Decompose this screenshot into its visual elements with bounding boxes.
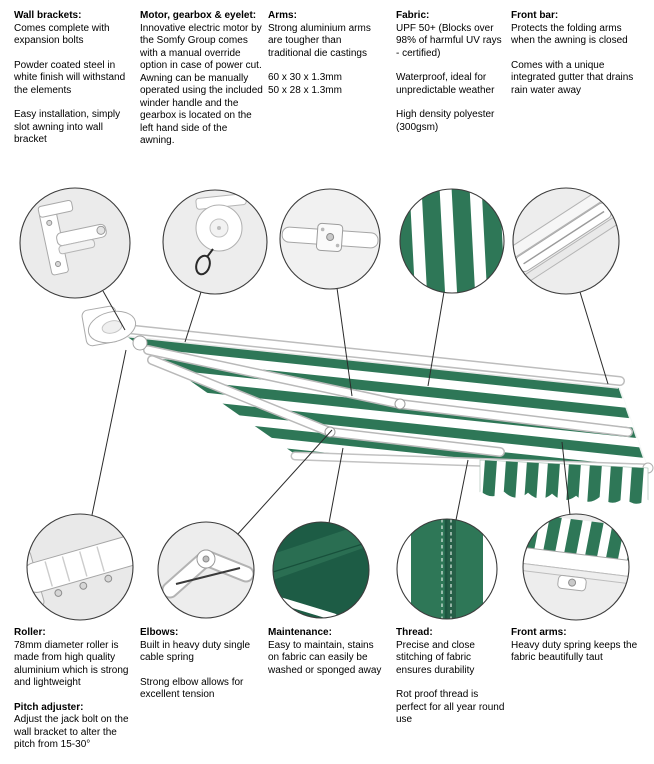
callout-line-fabric bbox=[427, 291, 445, 387]
section-paragraph: Easy to maintain, stains on fabric can e… bbox=[268, 639, 382, 676]
section-thread: Thread: Precise and close stitching of f… bbox=[396, 627, 508, 739]
section-paragraph: Protects the folding arms when the awnin… bbox=[511, 22, 628, 47]
section-title: Front bar: bbox=[511, 10, 559, 21]
awning-diagram-figure bbox=[19, 187, 654, 621]
callout-line-front-bar bbox=[579, 291, 609, 385]
callout-front-bar-profile bbox=[512, 187, 620, 295]
section-paragraph: Innovative electric motor by the Somfy G… bbox=[140, 22, 263, 147]
section-roller-and-pitch-adjuster: Roller: 78mm diameter roller is made fro… bbox=[14, 627, 136, 764]
callout-front-arm bbox=[522, 513, 630, 621]
roller-top-profile bbox=[103, 322, 625, 389]
section-title: Front arms: bbox=[511, 627, 567, 638]
section-paragraph: Strong aluminium arms are tougher than t… bbox=[268, 22, 371, 59]
section-title: Motor, gearbox & eyelet: bbox=[140, 10, 257, 21]
section-paragraph: Strong elbow allows for excellent tensio… bbox=[140, 676, 244, 701]
awning-illustration bbox=[81, 305, 654, 506]
callout-line-front-arms bbox=[561, 441, 571, 516]
section-paragraph: Rot proof thread is perfect for all year… bbox=[396, 689, 505, 725]
callout-fabric-stripes bbox=[399, 188, 505, 294]
callout-elbow bbox=[157, 521, 255, 619]
section-wall-brackets: Wall brackets: Comes complete with expan… bbox=[14, 10, 132, 159]
section-paragraph: Comes complete with expansion bolts bbox=[14, 22, 110, 47]
section-elbows: Elbows: Built in heavy duty single cable… bbox=[140, 627, 264, 714]
awning-right-edge bbox=[616, 381, 650, 469]
section-arms: Arms: Strong aluminium arms are tougher … bbox=[268, 10, 386, 109]
section-paragraph: Comes with a unique integrated gutter th… bbox=[511, 59, 634, 96]
section-paragraph: Heavy duty spring keeps the fabric beaut… bbox=[511, 639, 638, 664]
section-title: Fabric: bbox=[396, 10, 430, 21]
section-fabric: Fabric: UPF 50+ (Blocks over 98% of harm… bbox=[396, 10, 504, 146]
callout-maintenance-fabric bbox=[272, 521, 370, 619]
section-title: Pitch adjuster: bbox=[14, 701, 84, 713]
section-maintenance: Maintenance: Easy to maintain, stains on… bbox=[268, 627, 386, 689]
section-paragraph: Powder coated steel in white finish will… bbox=[14, 59, 126, 96]
valance bbox=[479, 459, 649, 506]
section-paragraph: 60 x 30 x 1.3mm 50 x 28 x 1.3mm bbox=[268, 72, 342, 96]
callout-line-elbows bbox=[236, 429, 333, 536]
callout-line-motor bbox=[184, 291, 202, 343]
callout-thread-stitching bbox=[396, 518, 498, 620]
section-paragraph: Easy installation, simply slot awning in… bbox=[14, 109, 121, 145]
section-paragraph: UPF 50+ (Blocks over 98% of harmful UV r… bbox=[396, 22, 502, 59]
callout-line-arms bbox=[336, 287, 353, 397]
section-motor-gearbox-eyelet: Motor, gearbox & eyelet: Innovative elec… bbox=[140, 10, 264, 160]
callout-line-roller bbox=[91, 349, 127, 516]
section-paragraph: Precise and close stitching of fabric en… bbox=[396, 639, 475, 676]
section-front-arms: Front arms: Heavy duty spring keeps the … bbox=[511, 627, 644, 677]
section-title: Roller: bbox=[14, 627, 46, 638]
callout-roller bbox=[26, 513, 134, 621]
elbow-joint-rear bbox=[394, 398, 406, 410]
roller-cassette bbox=[81, 305, 148, 351]
section-paragraph: Waterproof, ideal for unpredictable weat… bbox=[396, 72, 495, 96]
section-title: Thread: bbox=[396, 627, 433, 638]
section-paragraph: High density polyester (300gsm) bbox=[396, 109, 495, 133]
section-title: Wall brackets: bbox=[14, 10, 82, 21]
callout-line-wall-brackets bbox=[102, 290, 126, 331]
callout-line-thread bbox=[455, 459, 469, 521]
callout-wall-bracket bbox=[19, 187, 131, 299]
section-title: Arms: bbox=[268, 10, 297, 21]
section-title: Maintenance: bbox=[268, 627, 332, 638]
callout-line-maintenance bbox=[328, 447, 344, 524]
callout-lines bbox=[91, 287, 609, 536]
section-paragraph: 78mm diameter roller is made from high q… bbox=[14, 639, 129, 689]
section-front-bar: Front bar: Protects the folding arms whe… bbox=[511, 10, 644, 109]
callout-arm-section bbox=[279, 188, 381, 290]
section-title: Elbows: bbox=[140, 627, 179, 638]
callout-motor-eyelet bbox=[162, 189, 268, 295]
section-paragraph: Built in heavy duty single cable spring bbox=[140, 639, 251, 664]
section-paragraph: Adjust the jack bolt on the wall bracket… bbox=[14, 714, 129, 750]
